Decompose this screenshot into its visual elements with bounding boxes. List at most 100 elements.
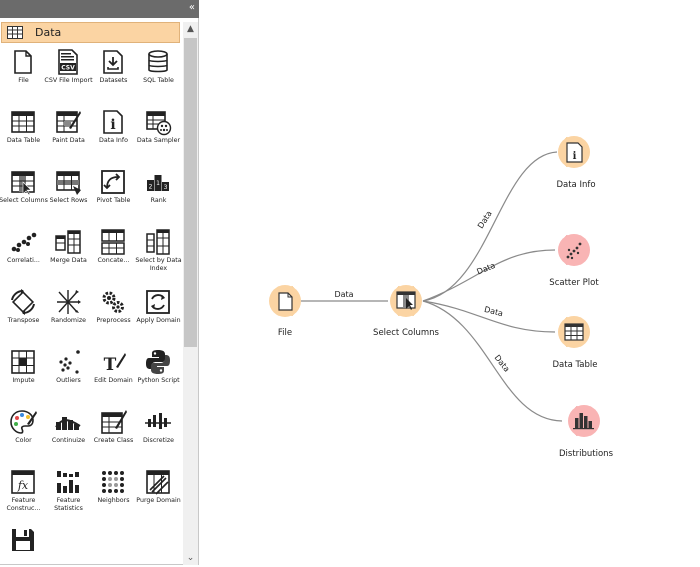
node-distributions[interactable] (568, 405, 600, 437)
widget-edit-domain[interactable]: T Edit Domain (91, 346, 136, 405)
node-select-columns-label: Select Columns (373, 328, 439, 338)
feature-statistics-icon (57, 471, 79, 493)
node-scatter-plot[interactable] (558, 234, 590, 266)
workflow-canvas[interactable]: Data Data Data Data Data (200, 0, 700, 567)
node-data-table[interactable] (558, 316, 590, 348)
node-data-info[interactable]: i (558, 136, 590, 168)
widget-color[interactable]: Color (1, 406, 46, 465)
pivot-table-icon (101, 170, 125, 194)
link-select-to-distributions[interactable] (422, 300, 563, 422)
widget-continuize[interactable]: Continuize (46, 406, 91, 465)
widget-label: Impute (12, 377, 35, 384)
concatenate-icon (101, 229, 125, 255)
widget-python-script[interactable]: Python Script (136, 346, 181, 405)
link-label: Data (493, 353, 512, 374)
neighbors-icon (102, 471, 124, 493)
svg-text:i: i (573, 151, 577, 162)
widget-concatenate[interactable]: Concate... (91, 226, 136, 285)
node-file[interactable] (269, 285, 301, 317)
widget-apply-domain[interactable]: Apply Domain (136, 286, 181, 345)
widget-label: Select Columns (0, 197, 48, 204)
widget-select-by-data-index[interactable]: Select by Data Index (135, 226, 182, 285)
paint-data-icon (56, 111, 81, 133)
widget-save-data[interactable] (1, 524, 46, 554)
widget-label: Select by Data Index (135, 257, 182, 272)
widget-label: Concate... (97, 257, 130, 264)
widget-datasets[interactable]: Datasets (91, 46, 136, 105)
link-label: Data (476, 261, 497, 277)
widget-impute[interactable]: Impute (1, 346, 46, 405)
widget-label: Continuize (51, 437, 86, 444)
widget-csv-file-import[interactable]: CSV CSV File Import (44, 46, 93, 105)
node-select-columns[interactable] (390, 285, 422, 317)
widget-label: Merge Data (50, 257, 87, 264)
widget-label: Preprocess (96, 317, 131, 324)
table-icon (564, 323, 584, 341)
widget-label: Rank (150, 197, 167, 204)
widget-label: Purge Domain (136, 497, 181, 504)
widget-sql-table[interactable]: SQL Table (136, 46, 181, 105)
widget-label: Transpose (7, 317, 40, 324)
category-data-header[interactable]: Data (1, 22, 180, 43)
merge-data-icon (55, 230, 81, 254)
widget-data-info[interactable]: i Data Info (91, 106, 136, 165)
widget-label: Edit Domain (94, 377, 133, 384)
widget-label: Outliers (56, 377, 81, 384)
python-icon (146, 350, 170, 374)
widget-label: Python Script (137, 377, 180, 384)
select-columns-icon (396, 291, 416, 310)
widget-purge-domain[interactable]: Purge Domain (136, 466, 181, 525)
widget-merge-data[interactable]: Merge Data (46, 226, 91, 285)
datasets-icon (103, 50, 123, 74)
link-label: Data (476, 209, 494, 230)
widget-neighbors[interactable]: Neighbors (91, 466, 136, 525)
info-icon: i (566, 142, 583, 163)
link-select-to-scatter-plot[interactable] (422, 249, 556, 302)
widget-label: Color (15, 437, 32, 444)
link-label: Data (483, 305, 504, 318)
svg-text:3: 3 (164, 184, 168, 191)
widget-label: Datasets (99, 77, 128, 84)
widget-correlations[interactable]: Correlati... (1, 226, 46, 285)
node-scatter-plot-label: Scatter Plot (549, 278, 599, 288)
widget-transpose[interactable]: Transpose (1, 286, 46, 345)
scroll-down-button[interactable]: ⌄ (186, 553, 195, 563)
scrollbar-thumb[interactable] (184, 38, 197, 347)
svg-text:fx: fx (17, 479, 29, 492)
widget-data-table[interactable]: Data Table (1, 106, 46, 165)
svg-text:T: T (104, 355, 117, 375)
widget-discretize[interactable]: Discretize (136, 406, 181, 465)
apply-domain-icon (146, 290, 170, 314)
toolbox-scrollbar[interactable]: ▲ ⌄ (183, 22, 198, 565)
widget-label: SQL Table (143, 77, 174, 84)
database-icon (148, 50, 168, 73)
workflow-links-layer: Data Data Data Data Data (269, 136, 600, 437)
link-select-to-data-table[interactable] (422, 300, 556, 333)
purge-domain-icon (146, 470, 170, 495)
widget-randomize[interactable]: Randomize (46, 286, 91, 345)
widget-select-rows[interactable]: Select Rows (46, 166, 91, 225)
csv-file-icon: CSV (58, 49, 78, 75)
widget-label: Feature Statistics (54, 497, 83, 512)
widget-data-sampler[interactable]: Data Sampler (136, 106, 181, 165)
widget-preprocess[interactable]: Preprocess (91, 286, 136, 345)
widget-feature-statistics[interactable]: Feature Statistics (46, 466, 91, 525)
widget-label: Pivot Table (96, 197, 131, 204)
widget-file[interactable]: File (1, 46, 46, 105)
node-distributions-label: Distributions (558, 449, 614, 459)
widget-label: Feature Construc... (6, 497, 41, 512)
widget-select-columns[interactable]: Select Columns (0, 166, 48, 225)
svg-text:CSV: CSV (61, 65, 75, 72)
scroll-up-button[interactable]: ▲ (187, 24, 194, 34)
widget-create-class[interactable]: Create Class (91, 406, 136, 465)
widget-pivot-table[interactable]: Pivot Table (91, 166, 136, 225)
widget-feature-constructor[interactable]: fx Feature Construc... (1, 466, 46, 525)
impute-icon (11, 350, 35, 374)
collapse-toolbox-button[interactable]: « (188, 2, 195, 13)
widget-outliers[interactable]: Outliers (46, 346, 91, 405)
file-icon (14, 50, 32, 74)
widget-paint-data[interactable]: Paint Data (46, 106, 91, 165)
node-file-label: File (277, 328, 293, 338)
